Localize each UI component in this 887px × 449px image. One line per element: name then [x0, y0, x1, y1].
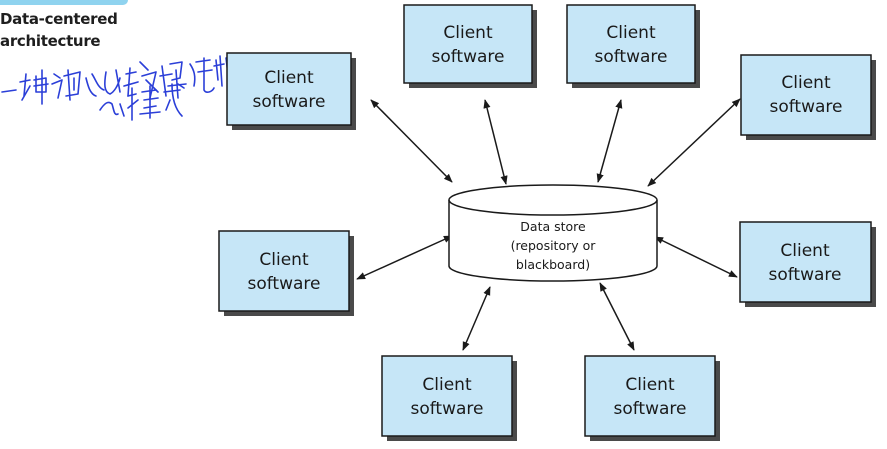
- arrow-top-center-left-client: [483, 99, 508, 185]
- connector-arrows: [356, 98, 741, 351]
- caption-line-2: architecture: [0, 32, 101, 50]
- client-label-line-2: software: [431, 47, 504, 67]
- client-label-line-1: Client: [625, 375, 675, 395]
- client-label-line-2: software: [613, 399, 686, 419]
- client-label-line-2: software: [594, 47, 667, 67]
- client-box-top-left: Client software: [226, 52, 356, 130]
- caption-accent-bar: [0, 0, 128, 5]
- client-label-line-1: Client: [606, 23, 656, 43]
- client-label-line-1: Client: [781, 73, 831, 93]
- arrow-top-right-client: [647, 98, 741, 187]
- client-box-bottom-right: Client software: [584, 355, 720, 441]
- arrow-middle-right-client: [654, 236, 738, 278]
- client-box-top-right: Client software: [740, 54, 876, 140]
- arrow-bottom-right-client: [599, 282, 635, 351]
- client-label-line-1: Client: [264, 68, 314, 88]
- client-box-middle-right: Client software: [739, 221, 876, 307]
- caption-line-1: Data-centered: [0, 10, 118, 28]
- client-label-line-2: software: [768, 265, 841, 285]
- client-label-line-1: Client: [780, 241, 830, 261]
- client-label-line-2: software: [769, 97, 842, 117]
- data-store-cylinder: Data store (repository or blackboard): [448, 184, 658, 282]
- arrow-bottom-left-client: [462, 286, 491, 351]
- client-box-top-center-right: Client software: [566, 4, 700, 88]
- diagram-caption: Data-centered architecture: [0, 8, 118, 52]
- client-label-line-2: software: [410, 399, 483, 419]
- client-label-line-1: Client: [422, 375, 472, 395]
- data-store-label-line-2: (repository or: [511, 238, 597, 253]
- client-label-line-1: Client: [259, 250, 309, 270]
- arrow-top-center-right-client: [596, 99, 623, 183]
- arrow-top-left-client: [370, 99, 453, 183]
- client-box-top-center-left: Client software: [403, 4, 537, 88]
- data-store-label-line-3: blackboard): [516, 257, 590, 272]
- client-box-middle-left: Client software: [218, 230, 354, 316]
- client-label-line-1: Client: [443, 23, 493, 43]
- arrow-middle-left-client: [356, 235, 453, 280]
- handwritten-annotation: [1, 55, 239, 121]
- client-label-line-2: software: [247, 274, 320, 294]
- client-box-bottom-left: Client software: [381, 355, 517, 441]
- client-label-line-2: software: [252, 92, 325, 112]
- data-store-label-line-1: Data store: [520, 219, 586, 234]
